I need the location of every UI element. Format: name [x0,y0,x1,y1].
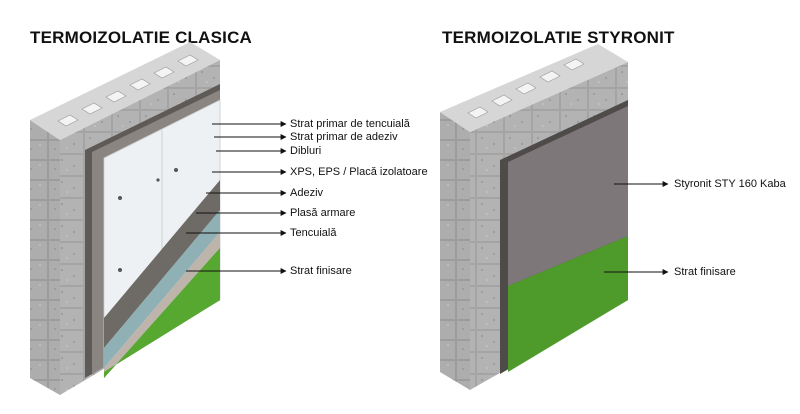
label-finish: Strat finisare [290,265,352,277]
title-right: TERMOIZOLATIE STYRONIT [442,28,675,47]
label-styronit: Styronit STY 160 Kaba [674,178,786,190]
label-primer-adhesive: Strat primar de adeziv [290,131,398,143]
layer-styronit [508,106,628,286]
dowel-3 [156,178,160,182]
left-arrows [186,121,287,274]
right-wall-diagram [440,44,628,390]
dowel-2 [174,168,178,172]
label-finish-right: Strat finisare [674,266,736,278]
label-dowels: Dibluri [290,145,322,157]
label-plaster: Tencuială [290,227,337,239]
label-primer-plaster: Strat primar de tencuială [290,118,410,130]
dowel-4 [118,268,122,272]
right-arrows [604,181,669,275]
right-wall-side [440,112,470,390]
dowel-1 [118,196,122,200]
layer-mesh [104,210,220,368]
left-wall-side [30,120,60,395]
layer-finish-right [508,236,628,372]
layer-adhesive [104,180,220,348]
layer-plaster [104,232,220,378]
left-wall-diagram [30,42,221,395]
label-insulation: XPS, EPS / Placă izolatoare [290,166,428,178]
left-wall-top [30,42,220,140]
title-left: TERMOIZOLATIE CLASICA [30,28,253,47]
label-adhesive: Adeziv [290,187,324,199]
label-mesh: Plasă armare [290,207,356,219]
